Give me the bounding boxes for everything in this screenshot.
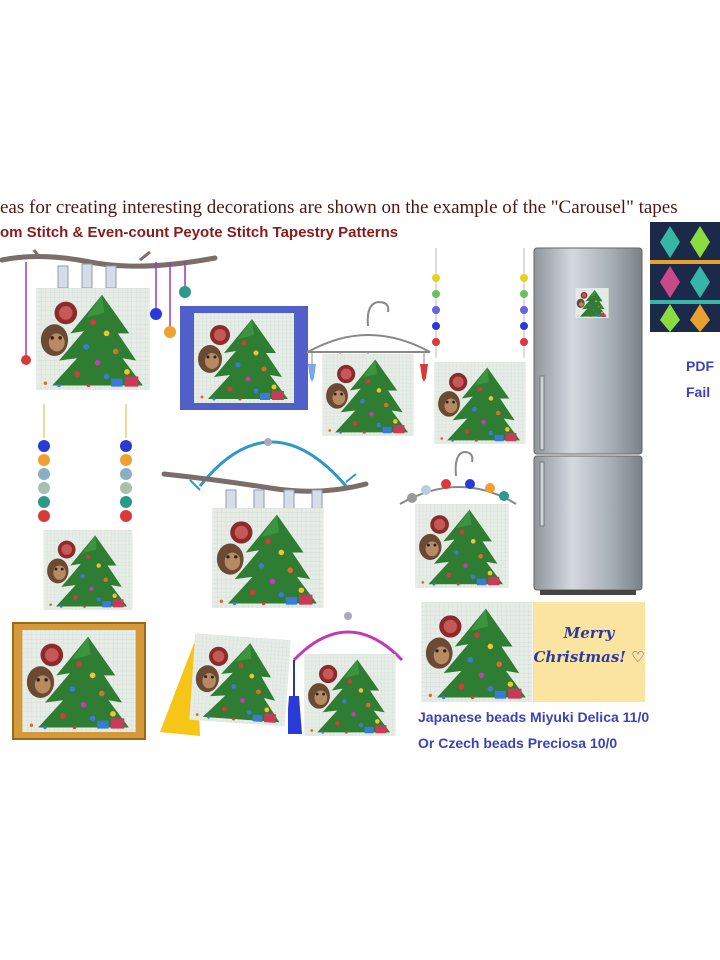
crystal-strands-illustration (432, 248, 528, 358)
pdf-label: PDF (686, 358, 714, 374)
tapestry-cord-tassel (302, 654, 398, 736)
card-line-2: Christmas! ♡ (533, 648, 645, 666)
tapestry-bead-hanger (414, 504, 510, 588)
subheadline: om Stitch & Even-count Peyote Stitch Tap… (0, 224, 399, 241)
card-line-1: Merry (563, 624, 615, 642)
christmas-card: Merry Christmas! ♡ (533, 602, 645, 702)
bead-hanger-illustration (399, 450, 517, 505)
tapestry-bead-strands (42, 530, 134, 610)
tapestry-crystal-strands (432, 362, 528, 444)
tapestry-branch-cord (210, 508, 326, 608)
headline: eas for creating interesting decorations… (0, 197, 678, 218)
fridge-illustration (533, 247, 643, 595)
pattern-thumbnail (650, 222, 720, 332)
tapestry-blue-frame (188, 313, 300, 403)
tapestry-branch (36, 288, 150, 390)
tapestry-on-fridge (574, 288, 610, 318)
tapestry-card (420, 602, 534, 702)
tapestry-folded-card (188, 623, 291, 737)
tapestry-gold-frame (20, 630, 138, 732)
beads-note-line-2: Or Czech beads Preciosa 10/0 (418, 735, 618, 751)
branch-hanging-illustration (0, 249, 218, 365)
beads-note-line-1: Japanese beads Miyuki Delica 11/0 (418, 709, 650, 725)
bead-strands-illustration (38, 404, 132, 522)
fail-label: Fail (686, 384, 711, 400)
cord-tassel-illustration (288, 612, 404, 734)
branch-cord-illustration (161, 438, 369, 513)
